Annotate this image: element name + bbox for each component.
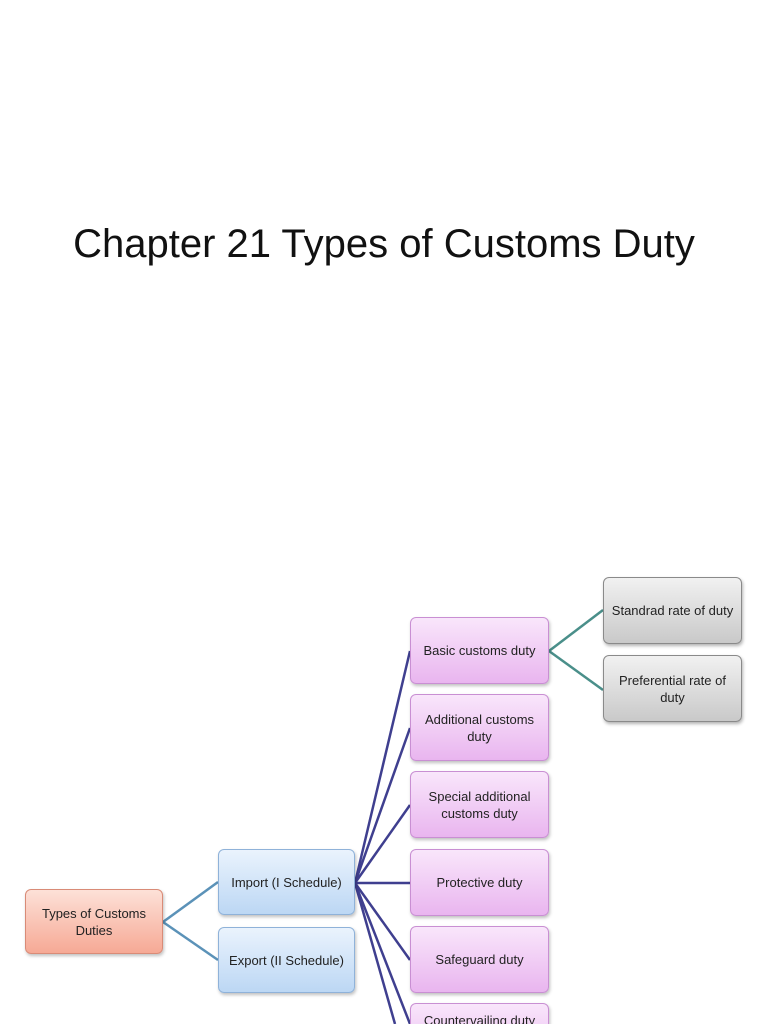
standard-rate-node: Standrad rate of duty: [603, 577, 742, 644]
connector-root-export: [162, 920, 219, 962]
protective-duty-label: Protective duty: [436, 875, 523, 890]
root-node: Types of Customs Duties: [25, 889, 163, 954]
safeguard-duty-label: Safeguard duty: [435, 952, 524, 967]
basic-customs-duty-label: Basic customs duty: [423, 643, 536, 658]
connector-basic-preferential: [548, 649, 604, 692]
connector-root-import: [162, 880, 219, 924]
standard-rate-label: Standrad rate of duty: [611, 603, 734, 618]
connector-import-additional: [353, 727, 412, 884]
export-schedule-label: Export (II Schedule): [229, 952, 344, 968]
connector-import-countervailing-2: [353, 882, 412, 1024]
preferential-rate-label: Preferential rate of duty: [619, 672, 726, 705]
basic-customs-duty-node: Basic customs duty: [410, 617, 549, 684]
preferential-rate-node: Preferential rate of duty: [603, 655, 742, 722]
additional-customs-duty-node: Additional customs duty: [410, 694, 549, 761]
special-additional-customs-duty-node: Special additional customs duty: [410, 771, 549, 838]
connector-import-countervailing-1: [353, 882, 397, 1024]
slide-title: Chapter 21 Types of Customs Duty: [73, 222, 695, 266]
import-schedule-label: Import (I Schedule): [231, 874, 342, 890]
additional-customs-duty-label: Additional customs duty: [424, 711, 535, 744]
special-additional-customs-duty-label: Special additional customs duty: [428, 788, 531, 821]
countervailing-duty-label: Countervailing duty: [423, 1013, 536, 1024]
protective-duty-node: Protective duty: [410, 849, 549, 916]
connector-import-special: [353, 804, 412, 884]
safeguard-duty-node: Safeguard duty: [410, 926, 549, 993]
connector-import-basic: [353, 650, 412, 884]
import-schedule-node: Import (I Schedule): [218, 849, 355, 915]
connector-basic-standard: [548, 609, 604, 652]
export-schedule-node: Export (II Schedule): [218, 927, 355, 993]
root-node-label: Types of Customs Duties: [41, 905, 147, 938]
countervailing-duty-node: Countervailing duty: [410, 1003, 549, 1024]
connector-import-safeguard: [353, 882, 412, 961]
